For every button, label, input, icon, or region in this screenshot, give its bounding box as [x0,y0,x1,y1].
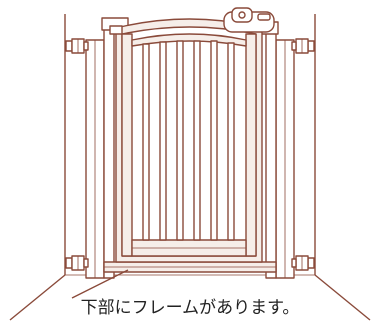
gate-door [115,18,263,263]
right-frame-post [251,21,295,279]
caption-text: 下部にフレームがあります。 [80,298,300,318]
bottom-frame [103,261,277,273]
gate-hinge [109,25,123,35]
gate-bars [142,40,235,241]
callout-line [71,269,129,299]
lower-pressure-spindles [65,255,315,271]
upper-pressure-spindles [65,38,315,54]
gate-latch [223,7,275,33]
left-frame-post [85,17,129,279]
